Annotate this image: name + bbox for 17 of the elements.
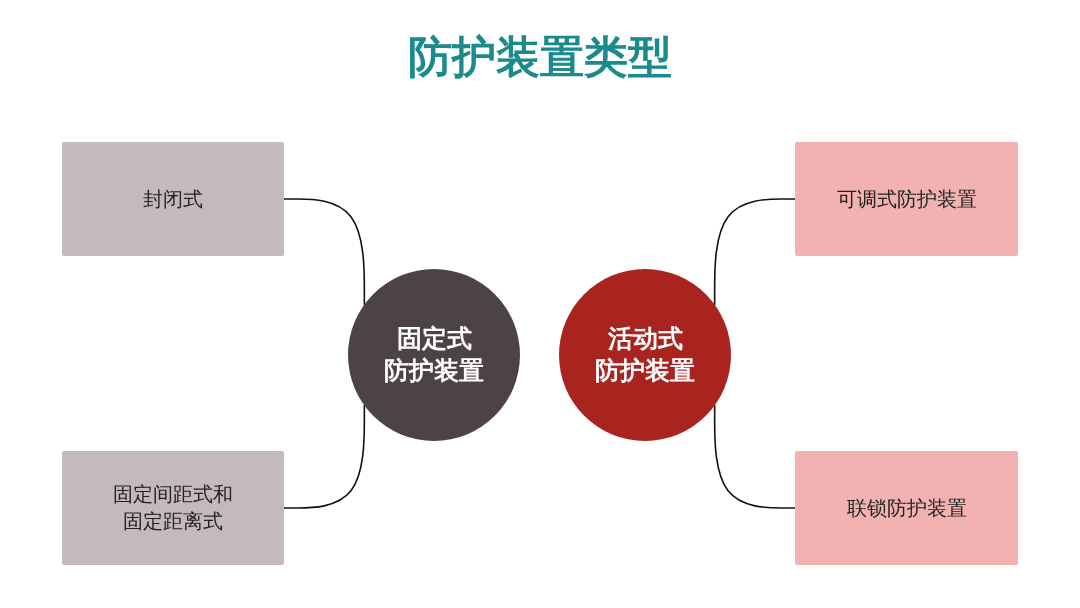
node-label: 防护装置	[595, 355, 695, 387]
connector-line	[283, 404, 366, 509]
node-label: 固定式	[396, 322, 472, 355]
node-label: 联锁防护装置	[846, 494, 967, 522]
node-label: 可调式防护装置	[836, 185, 977, 213]
connector-line	[713, 198, 796, 306]
type-box	[795, 142, 1018, 256]
type-box	[795, 451, 1018, 565]
title: 防护装置类型	[407, 30, 673, 84]
connector-line	[713, 404, 796, 509]
node-label: 固定间距式和固定距离式	[112, 481, 234, 535]
type-box	[62, 142, 284, 256]
type-box	[62, 451, 284, 565]
node-label: 活动式	[607, 322, 683, 355]
connector-line	[283, 198, 366, 306]
node-label: 防护装置	[384, 355, 484, 387]
node-label: 封闭式	[143, 185, 203, 213]
